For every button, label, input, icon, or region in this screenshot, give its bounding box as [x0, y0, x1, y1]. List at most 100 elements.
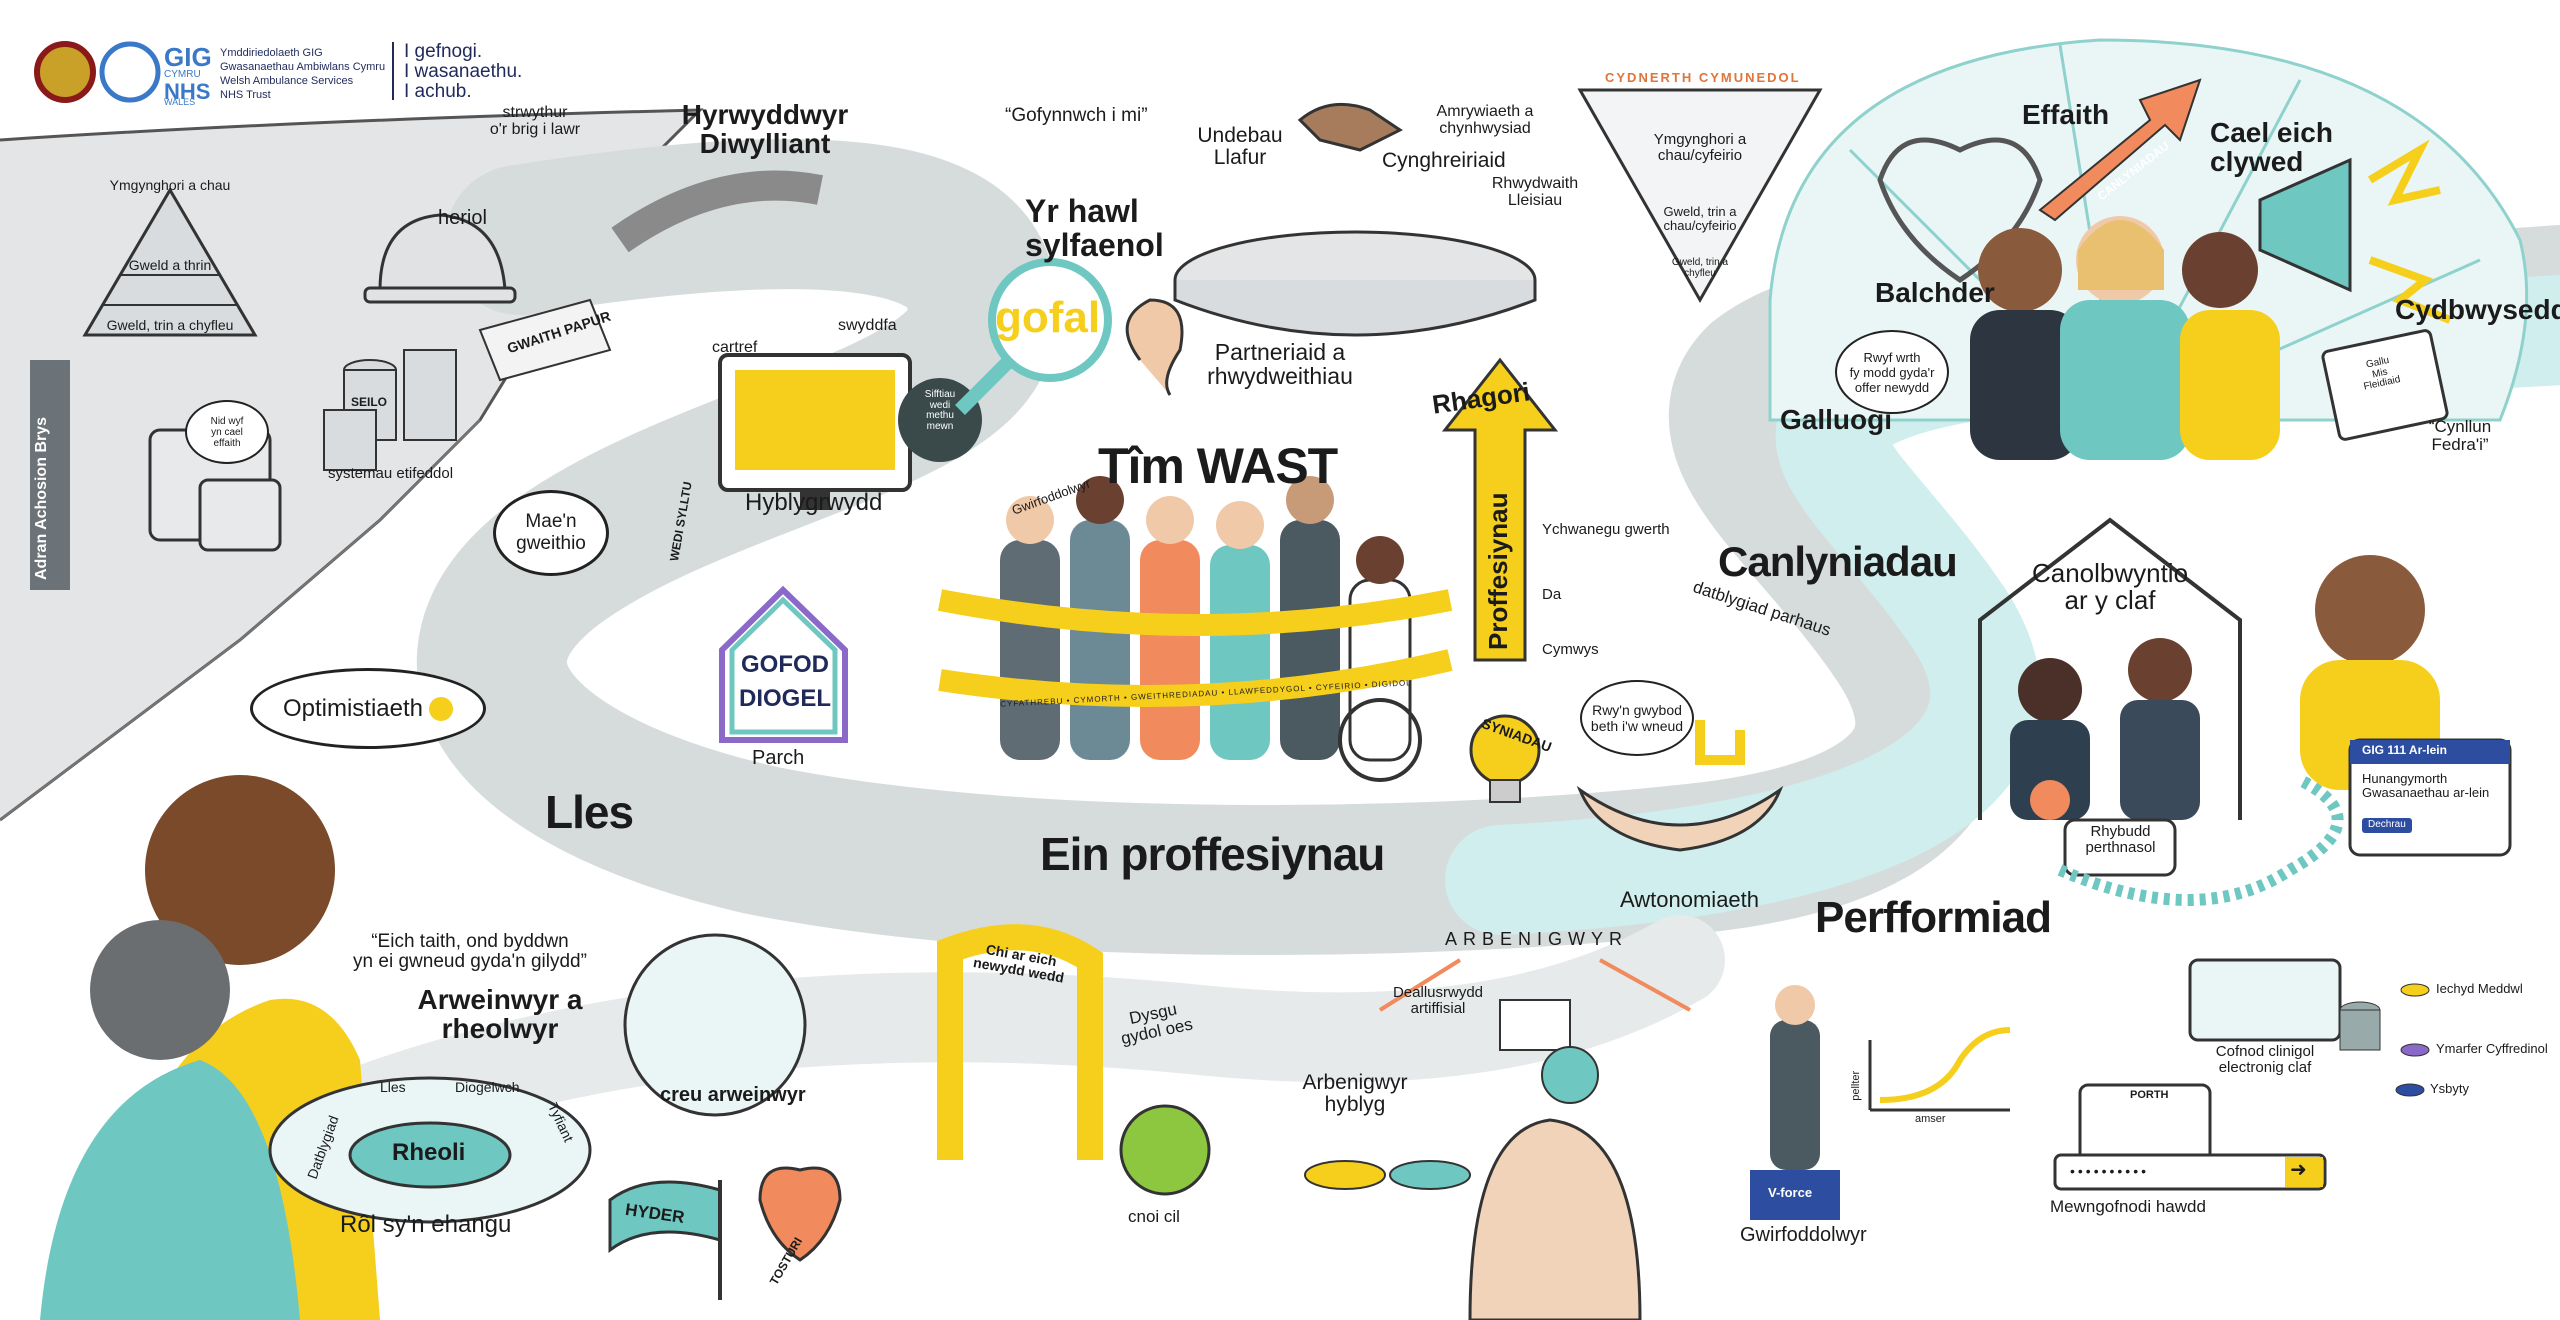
- ed-sign: [30, 360, 70, 590]
- heart-hands: [1877, 137, 2043, 284]
- volunteers-label: Gwirfoddolwyr: [1740, 1224, 1867, 1246]
- motto-line-2: I wasanaethu.: [404, 61, 523, 82]
- heart-icon: [758, 1166, 842, 1262]
- nhs-mark: NHS: [164, 79, 211, 104]
- leaders-circle: [623, 933, 807, 1117]
- db-gp: Ymarfer Cyffredinol: [2436, 1041, 2548, 1056]
- create-leaders: creu arweinwyr: [660, 1084, 806, 1106]
- ed-sign-label: Adran Achosion Brys: [33, 417, 50, 580]
- professions-title: Ein proffesiynau: [1040, 828, 1385, 880]
- gig-mark: GIG: [164, 42, 212, 72]
- cymru-mark: CYMRU: [164, 69, 201, 80]
- ehr-screen: [2188, 958, 2342, 1042]
- pyramid-label-3: Gweld, trin a chyfleu: [106, 317, 234, 333]
- hands-icon: [1576, 785, 1784, 852]
- login-arrow-icon[interactable]: ➜: [2290, 1159, 2307, 1181]
- scale-top: Ychwanegu gwerth: [1542, 521, 1670, 538]
- graph-x-label: amser: [1915, 1113, 1946, 1125]
- vforce-label: V-force: [1768, 1185, 1813, 1200]
- graph-y-label: pellter: [1850, 1070, 1863, 1101]
- db-hospital: Ysbyty: [2430, 1081, 2470, 1096]
- motto-line-1: I gefnogi.: [404, 41, 483, 62]
- megaphone-icon: [2258, 157, 2352, 293]
- community-triangle: [1577, 88, 1823, 304]
- motto-line-3: I achub.: [404, 81, 472, 102]
- autonomy-label: Awtonomiaeth: [1620, 887, 1760, 912]
- challenging-label: heriol: [438, 207, 487, 229]
- bell-icon: [2030, 780, 2070, 820]
- org-name: Ymddiriedolaeth GIG Gwasanaethau Ambiwla…: [220, 46, 385, 102]
- patient-house: [1978, 517, 2242, 820]
- up-arrow-icon: [2038, 78, 2202, 222]
- podium: [1750, 1170, 1840, 1220]
- call-handler: [2315, 555, 2425, 665]
- flexibility-label: Hyblygrwydd: [745, 489, 883, 516]
- ambulance-crest-icon: [34, 41, 96, 103]
- portal-start-button[interactable]: Dechrau: [2362, 818, 2412, 833]
- triage-pyramid: [82, 187, 258, 337]
- gig-logo-icon: [99, 41, 161, 103]
- team-member: [1000, 540, 1060, 760]
- db-mental-health: Iechyd Meddwl: [2436, 981, 2523, 996]
- org-line-3: Welsh Ambulance Services: [220, 75, 354, 87]
- team-title: Tîm WAST: [1098, 438, 1338, 494]
- allies-label: Cynghreiriaid: [1382, 149, 1506, 172]
- smiley-icon: [429, 696, 454, 721]
- road-path: [416, 139, 2560, 955]
- porth-label: PORTH: [2130, 1089, 2169, 1101]
- wheelchair-icon: [1338, 698, 1422, 782]
- pyramid-label-2: Gweld a thrin: [128, 257, 212, 273]
- pyramid-label-1: Ymgynghori a chau: [109, 177, 231, 193]
- silo-label: SEILO: [351, 395, 388, 409]
- safe-house-icon: [719, 585, 848, 743]
- respect-label: Parch: [752, 747, 805, 769]
- home-label: cartref: [712, 339, 758, 356]
- expert-head: [1468, 1118, 1642, 1320]
- manage-label: Rheoli: [392, 1139, 466, 1166]
- experts-arc: ARBENIGWYR: [1445, 929, 1629, 949]
- excellence-arrow: [1441, 357, 1559, 662]
- care-word: gofal: [995, 293, 1101, 342]
- performance-title: Perfformiad: [1815, 893, 2052, 942]
- org-line-1: Ymddiriedolaeth GIG: [220, 47, 323, 59]
- login-bar: [2053, 1153, 2327, 1191]
- hardhat-icon: [378, 213, 507, 292]
- ear-icon: [1125, 298, 1184, 396]
- header-divider: [392, 42, 394, 100]
- magnifier-icon: [988, 258, 1112, 382]
- wales-mark: WALES: [164, 97, 196, 107]
- easy-login: Mewngofnodi hawdd: [2050, 1197, 2206, 1216]
- handshake-icon: [1297, 102, 1403, 152]
- office-label: swyddfa: [838, 317, 897, 334]
- expanding-role: Rôl sy'n ehangu: [340, 1211, 512, 1238]
- bridge: [611, 170, 823, 253]
- impact-label: Effaith: [2022, 99, 2110, 130]
- outcomes-title: Canlyniadau: [1718, 538, 1958, 585]
- org-line-2: Gwasanaethau Ambiwlans Cymru: [220, 61, 386, 73]
- optimism-bubble: Optimistiaeth: [250, 668, 486, 749]
- portal-header: GIG 111 Ar-lein: [2362, 743, 2447, 757]
- spoke-wellbeing: Lles: [380, 1079, 406, 1095]
- scale-low: Cymwys: [1542, 641, 1599, 658]
